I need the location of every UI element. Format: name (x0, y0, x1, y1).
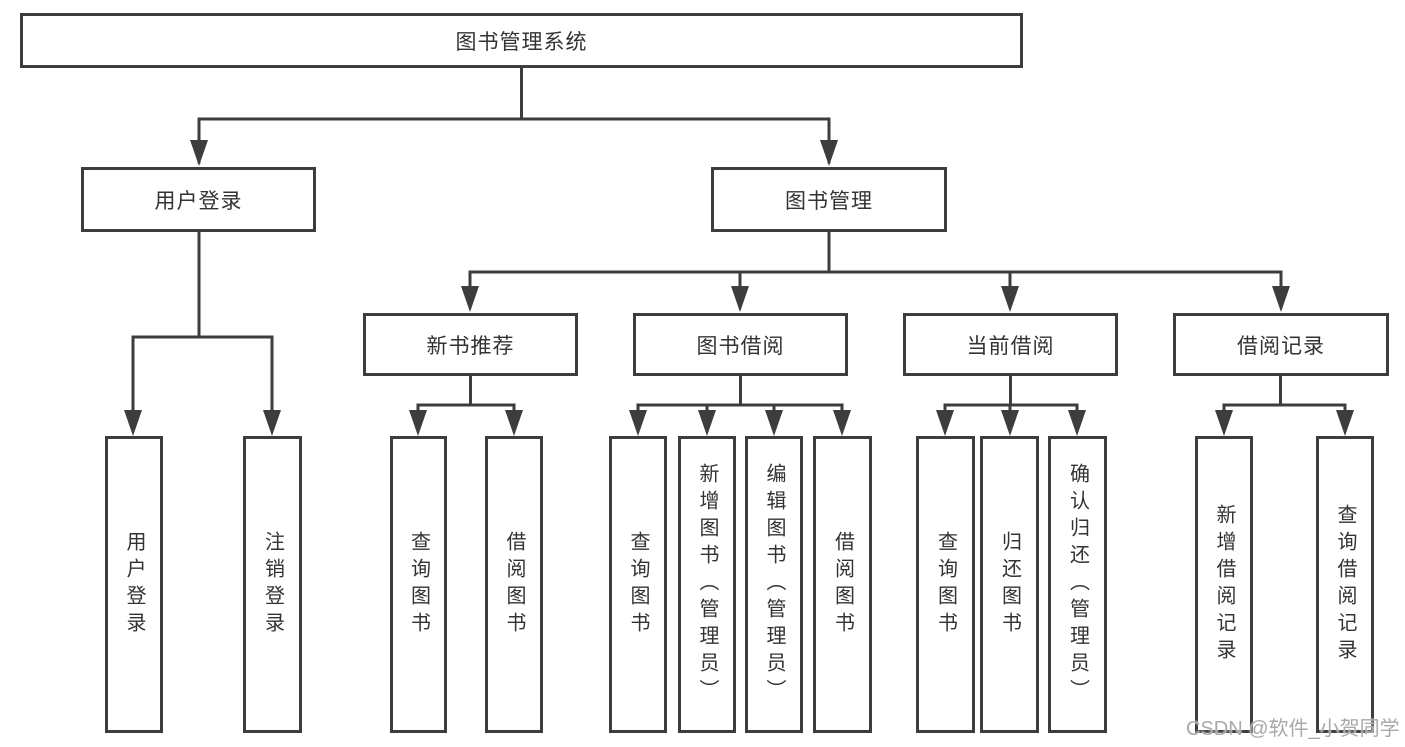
leaf-query-borrow-record: 查询借阅记录 (1316, 436, 1374, 733)
node-user-login: 用户登录 (81, 167, 316, 232)
node-label: 查询图书 (627, 530, 649, 639)
arrowhead (1068, 410, 1086, 436)
leaf-confirm-return-admin: 确认归还（管理员） (1048, 436, 1107, 733)
node-label: 新增图书（管理员） (696, 463, 718, 706)
arrowhead (461, 286, 479, 312)
leaf-add-borrow-record: 新增借阅记录 (1195, 436, 1253, 733)
csdn-watermark: CSDN @软件_小贺同学 (1186, 718, 1400, 740)
arrowhead (1336, 410, 1354, 436)
arrowhead (833, 410, 851, 436)
node-label: 用户登录 (123, 530, 145, 639)
node-label: 新增借阅记录 (1213, 503, 1235, 666)
arrowhead (820, 140, 838, 166)
leaf-edit-book-admin: 编辑图书（管理员） (745, 436, 803, 733)
leaf-query-books-borrow: 查询图书 (609, 436, 667, 733)
leaf-add-book-admin: 新增图书（管理员） (678, 436, 736, 733)
leaf-user-login: 用户登录 (105, 436, 163, 733)
node-label: 新书推荐 (426, 334, 515, 358)
node-book-management: 图书管理 (711, 167, 947, 232)
edge-borrow-records-to-leaves (1222, 374, 1347, 432)
node-borrow-records: 借阅记录 (1173, 313, 1389, 376)
edge-book-borrow-to-leaves (636, 374, 844, 432)
node-label: 借阅图书 (831, 530, 854, 639)
arrowhead (1001, 286, 1019, 312)
node-label: 查询图书 (934, 530, 957, 639)
leaf-query-books-recommend: 查询图书 (390, 436, 447, 733)
node-label: 图书管理 (785, 189, 873, 213)
node-label: 借阅记录 (1237, 334, 1325, 358)
arrowhead (1215, 410, 1233, 436)
arrowhead (1001, 410, 1019, 436)
node-current-borrow: 当前借阅 (903, 313, 1118, 376)
leaf-logout: 注销登录 (243, 436, 302, 733)
arrowhead (765, 410, 783, 436)
node-label: 注销登录 (261, 530, 284, 639)
arrowhead (1272, 286, 1290, 312)
arrowhead (629, 410, 647, 436)
node-label: 图书管理系统 (455, 30, 588, 54)
leaf-borrow-books-recommend: 借阅图书 (485, 436, 543, 733)
node-label: 查询借阅记录 (1334, 503, 1356, 666)
node-book-borrow: 图书借阅 (633, 313, 848, 376)
leaf-query-books-current: 查询图书 (916, 436, 975, 733)
arrowhead (936, 410, 954, 436)
leaf-return-book: 归还图书 (980, 436, 1039, 733)
arrowhead (190, 140, 208, 166)
arrowhead (409, 410, 427, 436)
node-label: 当前借阅 (966, 334, 1055, 358)
node-label: 归还图书 (998, 530, 1021, 639)
node-root-library-system: 图书管理系统 (20, 13, 1023, 68)
node-label: 编辑图书（管理员） (763, 463, 785, 706)
edge-new-book-recommend-to-leaves (416, 374, 516, 432)
node-new-book-recommend: 新书推荐 (363, 313, 578, 376)
node-label: 用户登录 (154, 189, 243, 213)
arrowhead (505, 410, 523, 436)
arrowhead (124, 410, 142, 436)
edge-root-to-level2 (197, 66, 831, 164)
edge-book-management-to-level3 (468, 230, 1283, 309)
arrowhead (698, 410, 716, 436)
node-label: 查询图书 (407, 530, 430, 639)
node-label: 借阅图书 (503, 530, 525, 639)
node-label: 图书借阅 (696, 334, 785, 358)
node-label: 确认归还（管理员） (1066, 463, 1089, 706)
arrowhead (731, 286, 749, 312)
arrowhead (263, 410, 281, 436)
edge-user-login-to-leaves (131, 230, 274, 432)
leaf-borrow-books: 借阅图书 (813, 436, 872, 733)
